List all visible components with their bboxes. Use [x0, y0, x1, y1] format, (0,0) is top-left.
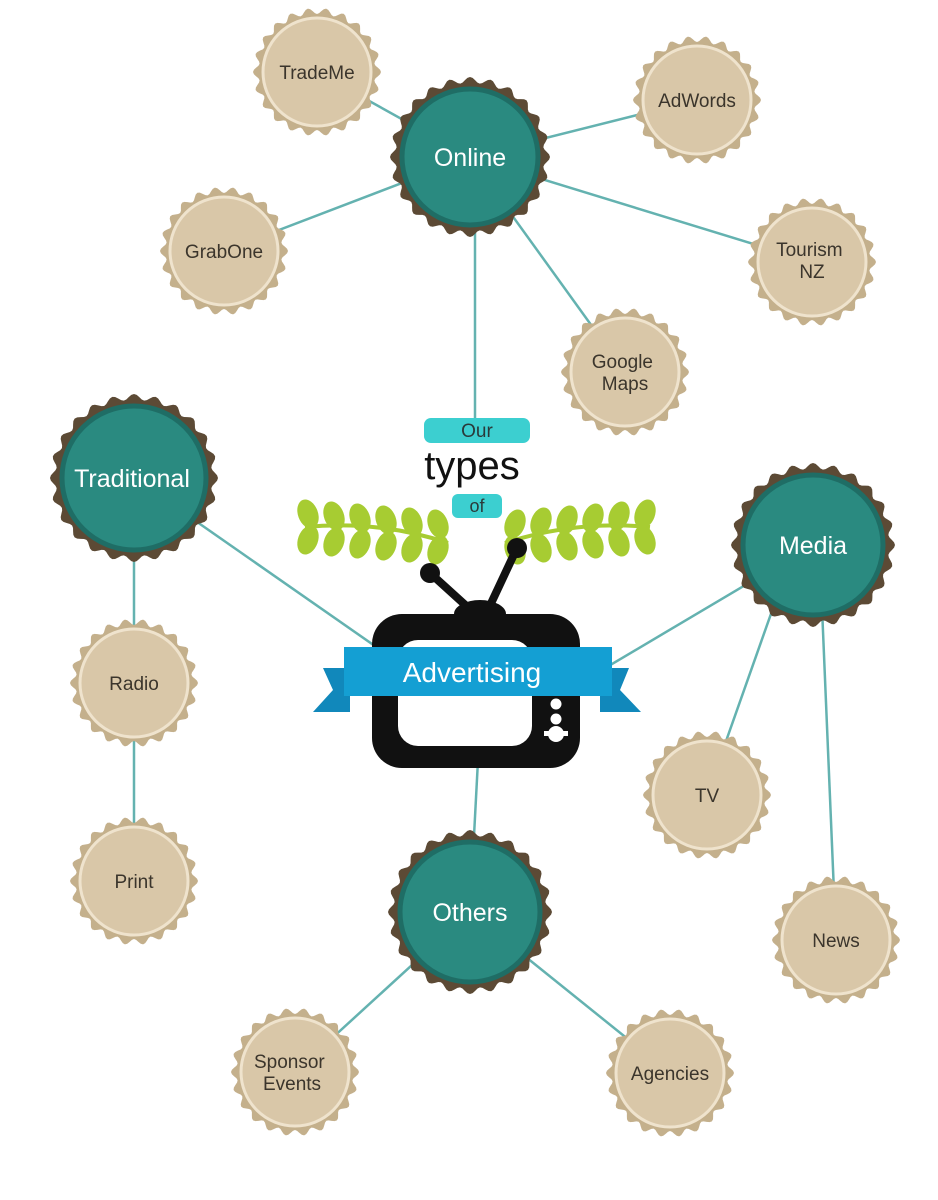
node-agencies-label: Agencies: [631, 1064, 709, 1085]
leaf-icon: [504, 509, 526, 539]
node-google-maps-line2: Maps: [602, 374, 648, 395]
leaf-icon: [530, 507, 552, 537]
leaf-icon: [297, 499, 319, 529]
title-pill-our: [424, 418, 530, 443]
node-print-label: Print: [114, 872, 154, 893]
node-sponsor-events-line1: Sponsor: [254, 1052, 325, 1073]
leaf-icon: [375, 531, 397, 561]
node-online-label: Online: [434, 144, 506, 172]
node-radio-face: [78, 627, 190, 739]
node-tourism-nz-face: [756, 206, 868, 318]
laurel-right-icon: [504, 499, 656, 565]
leaf-icon: [582, 503, 604, 533]
node-online-face: [399, 86, 541, 228]
node-agencies[interactable]: Agencies: [606, 1009, 734, 1137]
leaf-icon: [608, 527, 630, 557]
node-others-label: Others: [432, 899, 507, 927]
leaf-icon: [349, 503, 371, 533]
leaf-icon: [608, 501, 630, 531]
node-google-maps[interactable]: Google Maps: [561, 308, 689, 436]
node-adwords-face: [641, 44, 753, 156]
leaf-icon: [375, 505, 397, 535]
node-print[interactable]: Print: [70, 817, 198, 945]
title-line-types: types: [424, 444, 520, 488]
node-media-face: [740, 472, 886, 618]
node-news-face: [780, 884, 892, 996]
connector-media-news: [818, 559, 838, 941]
leaf-icon: [349, 529, 371, 559]
node-grabone-label: GrabOne: [185, 242, 263, 263]
node-traditional-face: [59, 403, 209, 553]
node-news-label: News: [812, 931, 860, 952]
node-agencies-face: [614, 1017, 726, 1129]
node-tourism-nz[interactable]: Tourism NZ: [748, 198, 876, 326]
leaf-icon: [634, 525, 656, 555]
node-traditional[interactable]: Traditional: [50, 394, 218, 562]
ribbon-tail-left: [313, 668, 350, 712]
node-news[interactable]: News: [772, 876, 900, 1004]
node-others[interactable]: Others: [388, 830, 552, 994]
node-tourism-nz-line2: NZ: [799, 262, 825, 283]
node-trademe-label: TradeMe: [279, 63, 354, 84]
leaf-icon: [427, 535, 449, 565]
node-adwords-label: AdWords: [658, 91, 736, 112]
node-online[interactable]: Online: [390, 77, 550, 237]
laurel-left-icon: [297, 499, 449, 565]
node-sponsor-events-line2: Events: [263, 1074, 321, 1095]
node-media-label: Media: [779, 532, 847, 560]
node-trademe[interactable]: TradeMe: [253, 8, 381, 136]
node-trademe-face: [261, 16, 373, 128]
leaf-icon: [323, 527, 345, 557]
banner-label: Advertising: [403, 657, 542, 688]
title-line-our: Our: [461, 421, 493, 442]
node-radio-label: Radio: [109, 674, 159, 695]
node-tv-face: [651, 739, 763, 851]
node-grabone-face: [168, 195, 280, 307]
title-line-of: of: [469, 496, 485, 516]
node-tv[interactable]: TV: [643, 731, 771, 859]
leaf-icon: [401, 507, 423, 537]
center-title: Our types of: [424, 418, 530, 518]
node-tourism-nz-label: Tourism NZ: [776, 240, 848, 283]
leaf-icon: [297, 525, 319, 555]
leaf-icon: [582, 529, 604, 559]
advertising-banner: Advertising: [313, 647, 641, 712]
node-sponsor-events-face: [239, 1016, 351, 1128]
leaf-icon: [556, 505, 578, 535]
node-adwords[interactable]: AdWords: [633, 36, 761, 164]
node-google-maps-line1: Google: [592, 352, 653, 373]
leaf-icon: [323, 501, 345, 531]
node-radio[interactable]: Radio: [70, 619, 198, 747]
title-pill-of: [452, 494, 502, 518]
leaf-icon: [427, 509, 449, 539]
node-tv-label: TV: [695, 786, 720, 807]
node-sponsor-events[interactable]: Sponsor Events: [231, 1008, 359, 1136]
node-tourism-nz-line1: Tourism: [776, 240, 843, 261]
leaf-icon: [530, 533, 552, 563]
leaf-icon: [634, 499, 656, 529]
node-google-maps-face: [569, 316, 681, 428]
node-sponsor-events-label: Sponsor Events: [254, 1052, 330, 1095]
node-traditional-label: Traditional: [74, 465, 190, 493]
node-others-face: [397, 839, 543, 985]
node-google-maps-label: Google Maps: [592, 352, 659, 395]
node-print-face: [78, 825, 190, 937]
ribbon-body: [344, 647, 612, 696]
node-media[interactable]: Media: [731, 463, 895, 627]
node-grabone[interactable]: GrabOne: [160, 187, 288, 315]
leaf-icon: [401, 533, 423, 563]
leaf-icon: [556, 531, 578, 561]
